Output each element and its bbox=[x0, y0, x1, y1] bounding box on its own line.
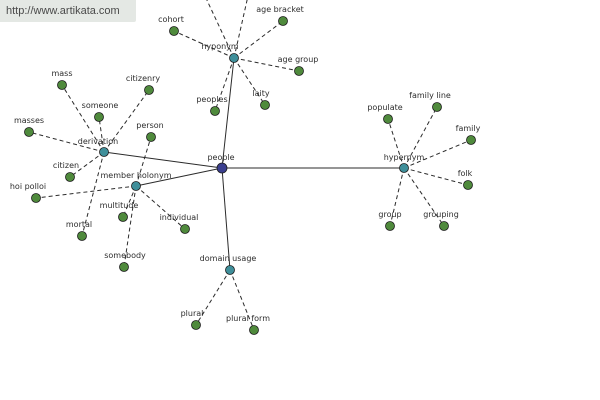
node-someone[interactable] bbox=[94, 112, 104, 122]
edge-derivation-someone bbox=[98, 116, 105, 153]
label-hoi_polloi: hoi polloi bbox=[10, 182, 46, 191]
edge-hypernym-populate bbox=[387, 118, 405, 169]
edge-derivation-citizenry bbox=[103, 89, 150, 153]
node-age_group[interactable] bbox=[294, 66, 304, 76]
node-laity[interactable] bbox=[260, 100, 270, 110]
edge-member_holonym-hoi_polloi bbox=[35, 185, 137, 199]
label-plural: plural bbox=[181, 309, 204, 318]
label-family_line: family line bbox=[409, 91, 451, 100]
label-domain_usage: domain usage bbox=[200, 254, 257, 263]
label-multitude: multitude bbox=[100, 201, 139, 210]
node-masses[interactable] bbox=[24, 127, 34, 137]
label-someone: someone bbox=[82, 101, 119, 110]
label-member_holonym: member holonym bbox=[100, 171, 171, 180]
node-person[interactable] bbox=[146, 132, 156, 142]
node-group[interactable] bbox=[385, 221, 395, 231]
node-somebody[interactable] bbox=[119, 262, 129, 272]
node-citizen[interactable] bbox=[65, 172, 75, 182]
node-peoples[interactable] bbox=[210, 106, 220, 116]
label-peoples: peoples bbox=[196, 95, 227, 104]
edge-layer bbox=[28, 0, 472, 331]
label-citizen: citizen bbox=[53, 161, 79, 170]
label-cohort: cohort bbox=[158, 15, 184, 24]
edge-offscreen-stub-1 bbox=[206, 0, 235, 59]
node-grouping[interactable] bbox=[439, 221, 449, 231]
node-layer bbox=[24, 16, 476, 335]
edge-hypernym-group bbox=[389, 167, 405, 227]
label-somebody: somebody bbox=[104, 251, 146, 260]
node-citizenry[interactable] bbox=[144, 85, 154, 95]
edge-domain_usage-plural bbox=[195, 269, 231, 326]
label-mortal: mortal bbox=[66, 220, 92, 229]
edge-hyponym-age_bracket bbox=[233, 20, 284, 59]
node-family[interactable] bbox=[466, 135, 476, 145]
label-layer: people hyponym hypernym derivation member ho… bbox=[10, 5, 481, 323]
edge-people-derivation bbox=[103, 151, 223, 169]
site-url-banner[interactable]: http://www.artikata.com bbox=[0, 0, 136, 22]
edge-hypernym-grouping bbox=[403, 167, 445, 227]
node-plural[interactable] bbox=[191, 320, 201, 330]
node-individual[interactable] bbox=[180, 224, 190, 234]
label-masses: masses bbox=[14, 116, 44, 125]
edge-people-member_holonym bbox=[135, 167, 223, 187]
node-hyponym[interactable] bbox=[229, 53, 239, 63]
label-age_bracket: age bracket bbox=[256, 5, 304, 14]
node-people[interactable] bbox=[216, 162, 228, 174]
edge-hyponym-laity bbox=[233, 57, 266, 106]
node-member_holonym[interactable] bbox=[131, 181, 141, 191]
node-derivation[interactable] bbox=[99, 147, 109, 157]
node-cohort[interactable] bbox=[169, 26, 179, 36]
node-multitude[interactable] bbox=[118, 212, 128, 222]
label-folk: folk bbox=[458, 169, 473, 178]
node-folk[interactable] bbox=[463, 180, 473, 190]
edge-member_holonym-person bbox=[135, 136, 152, 187]
label-derivation: derivation bbox=[78, 137, 118, 146]
node-hoi_polloi[interactable] bbox=[31, 193, 41, 203]
edge-hypernym-family bbox=[403, 139, 472, 169]
edge-derivation-masses bbox=[28, 131, 105, 153]
label-individual: individual bbox=[160, 213, 199, 222]
node-plural_form[interactable] bbox=[249, 325, 259, 335]
edge-derivation-mass bbox=[61, 84, 105, 153]
label-people: people bbox=[207, 153, 234, 162]
label-person: person bbox=[136, 121, 163, 130]
edge-domain_usage-plural_form bbox=[229, 269, 255, 331]
edge-people-hyponym bbox=[221, 57, 235, 169]
label-family: family bbox=[456, 124, 481, 133]
edge-member_holonym-individual bbox=[135, 185, 186, 230]
label-citizenry: citizenry bbox=[126, 74, 160, 83]
edge-derivation-mortal bbox=[81, 151, 105, 237]
edge-hyponym-cohort bbox=[173, 30, 235, 59]
label-mass: mass bbox=[51, 69, 72, 78]
edge-people-domain_usage bbox=[221, 167, 231, 271]
node-hypernym[interactable] bbox=[399, 163, 409, 173]
node-age_bracket[interactable] bbox=[278, 16, 288, 26]
label-group: group bbox=[378, 210, 401, 219]
node-mass[interactable] bbox=[57, 80, 67, 90]
label-plural_form: plural form bbox=[226, 314, 270, 323]
label-laity: laity bbox=[252, 89, 269, 98]
node-domain_usage[interactable] bbox=[225, 265, 235, 275]
edge-hypernym-family_line bbox=[403, 106, 438, 169]
node-family_line[interactable] bbox=[432, 102, 442, 112]
node-mortal[interactable] bbox=[77, 231, 87, 241]
label-hypernym: hypernym bbox=[384, 153, 425, 162]
edge-member_holonym-multitude bbox=[122, 185, 137, 218]
label-populate: populate bbox=[367, 103, 402, 112]
edge-hyponym-peoples bbox=[214, 57, 235, 112]
label-age_group: age group bbox=[278, 55, 319, 64]
edge-offscreen-stub-2 bbox=[233, 0, 248, 59]
edge-derivation-citizen bbox=[69, 151, 105, 178]
label-grouping: grouping bbox=[423, 210, 459, 219]
node-populate[interactable] bbox=[383, 114, 393, 124]
label-hyponym: hyponym bbox=[201, 42, 239, 51]
